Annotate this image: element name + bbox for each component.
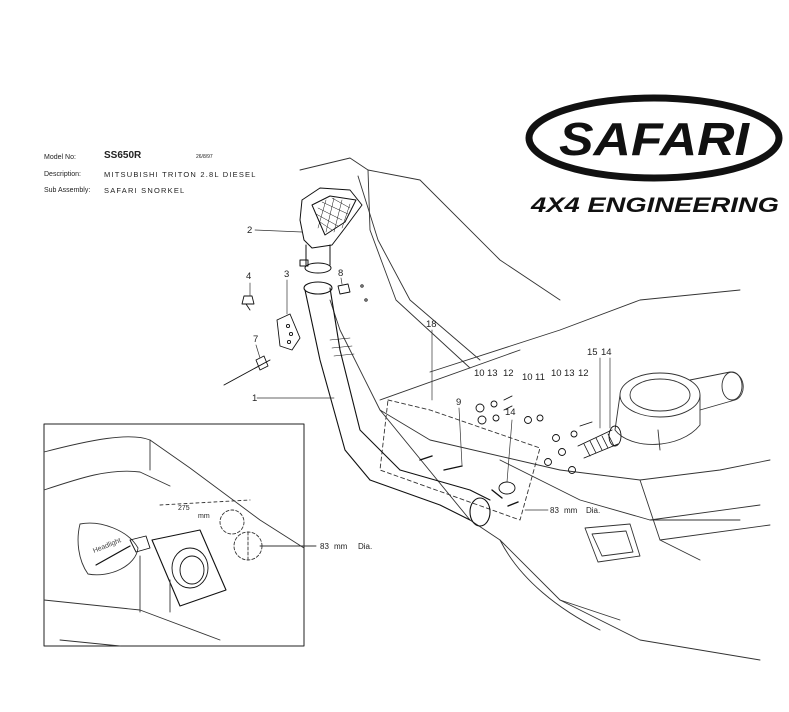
- leader-lines: [249, 229, 611, 511]
- callout-11: 11: [535, 372, 545, 383]
- callout-14a: 14: [601, 347, 612, 358]
- bracket-3: [276, 313, 301, 351]
- logo-brand-text: SAFARI: [559, 113, 750, 165]
- date-text: 26/8/97: [196, 154, 213, 160]
- callout-9: 9: [456, 397, 461, 408]
- screw-17: [129, 535, 151, 553]
- hardware-parts: [223, 283, 622, 507]
- main-dia-suffix: Dia.: [586, 506, 600, 515]
- inset-offset-value: 275: [178, 505, 190, 512]
- main-dia-value: 83: [550, 506, 559, 515]
- callout-13a: 13: [487, 368, 498, 379]
- callout-10b: 10: [522, 372, 533, 383]
- inset-dia-unit: mm: [334, 542, 348, 551]
- logo-tagline-text: 4X4 ENGINEERING: [530, 194, 779, 217]
- callout-7: 7: [253, 334, 258, 345]
- inset-dia-suffix: Dia.: [358, 542, 372, 551]
- description-value: MITSUBISHI TRITON 2.8L DIESEL: [104, 170, 257, 179]
- rod-7: [223, 359, 271, 386]
- callout-14b: 14: [505, 407, 516, 418]
- logo-outer-ellipse: [525, 94, 783, 182]
- main-dia-unit: mm: [564, 506, 578, 515]
- callout-13b: 13: [564, 368, 575, 379]
- safari-logo: SAFARI 4X4 ENGINEERING: [525, 94, 783, 217]
- description-label: Description:: [44, 171, 81, 178]
- subassembly-label: Sub Assembly:: [44, 187, 91, 194]
- inset-detail: Headlight 275 mm 83 mm Dia.: [43, 423, 372, 647]
- callout-1: 1: [252, 393, 257, 404]
- mounting-plate-16: [151, 529, 227, 607]
- subassembly-value: SAFARI SNORKEL: [104, 186, 186, 195]
- snorkel-top-opening: [303, 281, 333, 295]
- callout-10a: 10: [474, 368, 485, 379]
- callout-10c: 10: [551, 368, 562, 379]
- callout-2: 2: [247, 225, 252, 236]
- model-label: Model No:: [44, 154, 76, 161]
- bolt-4: [241, 295, 255, 305]
- info-block: Model No: SS650R 26/8/97 Description: MI…: [44, 150, 304, 200]
- callout-8: 8: [338, 268, 343, 279]
- main-diameter-label: 83 mm Dia.: [550, 506, 600, 515]
- air-ram-head: [299, 187, 363, 274]
- callout-12a: 12: [503, 368, 514, 379]
- model-value: SS650R: [104, 150, 142, 161]
- inset-offset-unit: mm: [198, 513, 210, 520]
- callout-18: 18: [426, 319, 437, 330]
- callout-15: 15: [587, 347, 598, 358]
- snorkel-body: [303, 281, 491, 527]
- callout-12b: 12: [578, 368, 589, 379]
- vehicle-body-outline: [299, 157, 771, 661]
- inset-headlight: [77, 522, 139, 576]
- inset-dia-value: 83: [320, 542, 329, 551]
- nut-8: [337, 283, 351, 295]
- callout-4: 4: [246, 271, 251, 282]
- callout-3: 3: [284, 269, 289, 280]
